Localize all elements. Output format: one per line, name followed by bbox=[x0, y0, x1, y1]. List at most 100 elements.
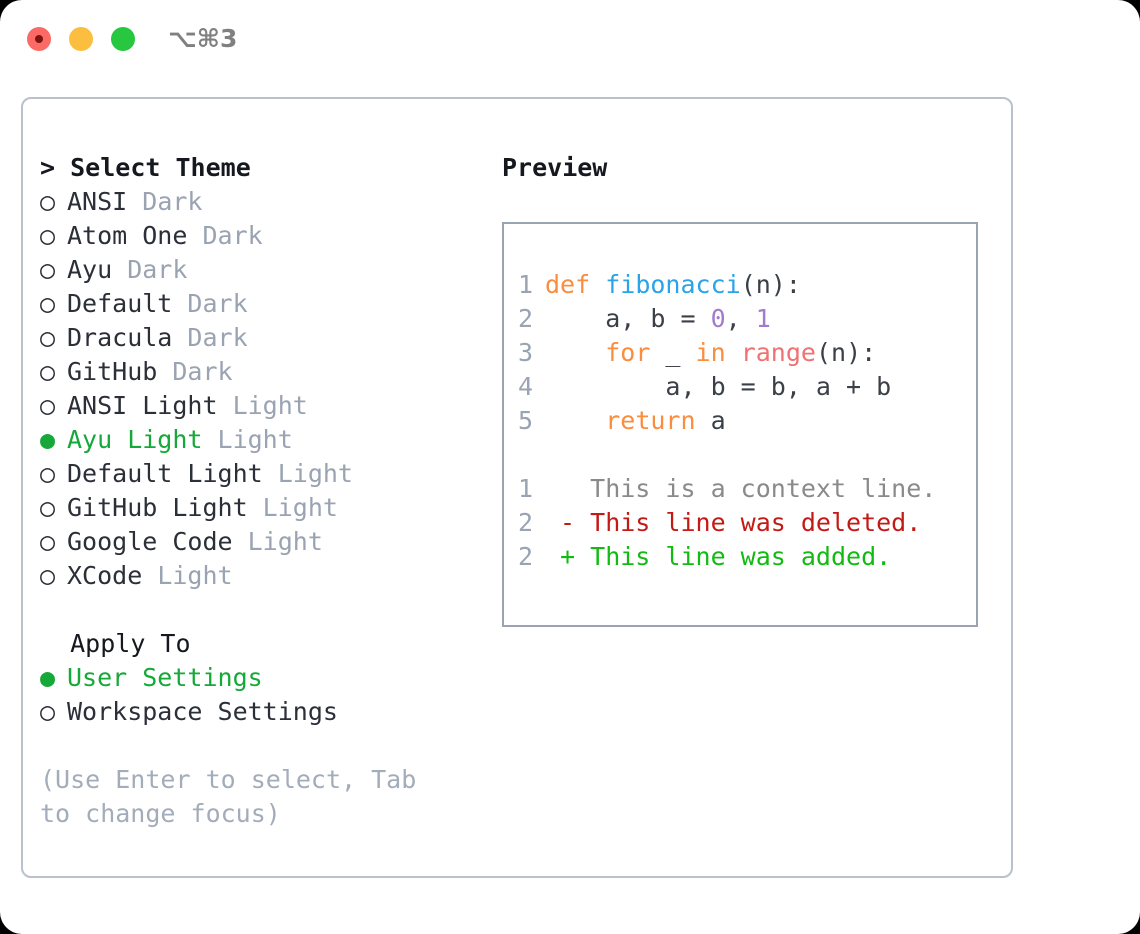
theme-option-atom-one[interactable]: ○ Atom One Dark bbox=[40, 219, 500, 253]
theme-option-label: XCode bbox=[67, 561, 143, 590]
code-token bbox=[545, 338, 605, 367]
section-spacer bbox=[40, 593, 500, 627]
keyboard-hint: (Use Enter to select, Tab to change focu… bbox=[40, 765, 417, 828]
code-token: fibonacci bbox=[605, 270, 741, 299]
apply-to-option-list: ●User Settings○Workspace Settings bbox=[40, 661, 500, 729]
code-token: 1 bbox=[755, 304, 771, 333]
line-number: 2 bbox=[518, 508, 534, 537]
theme-option-google-code[interactable]: ○Google Code Light bbox=[40, 525, 500, 559]
radio-unselected-icon: ○ bbox=[40, 323, 56, 352]
code-line: 1 def fibonacci(n): bbox=[518, 268, 976, 302]
line-number: 5 bbox=[518, 406, 534, 435]
line-number: 2 bbox=[518, 304, 534, 333]
window-controls bbox=[27, 27, 135, 51]
radio-unselected-icon: ○ bbox=[40, 289, 56, 318]
radio-unselected-icon: ○ bbox=[40, 221, 56, 250]
theme-option-github-light[interactable]: ○ GitHub Light Light bbox=[40, 491, 500, 525]
diff-line-text: This is a context line. bbox=[545, 474, 937, 503]
line-number: 3 bbox=[518, 338, 534, 367]
theme-option-dracula[interactable]: ○Dracula Dark bbox=[40, 321, 500, 355]
theme-option-default[interactable]: ○Default Dark bbox=[40, 287, 500, 321]
radio-unselected-icon: ○ bbox=[40, 527, 56, 556]
code-token: range bbox=[740, 338, 816, 367]
theme-option-xcode[interactable]: ○XCode Light bbox=[40, 559, 500, 593]
code-token: in bbox=[695, 338, 726, 367]
code-token: a, b = bbox=[545, 304, 711, 333]
theme-option-tag: Dark bbox=[172, 323, 248, 352]
radio-unselected-icon: ○ bbox=[40, 187, 56, 216]
line-number: 4 bbox=[518, 372, 534, 401]
theme-option-label: GitHub bbox=[67, 357, 158, 386]
code-token: (n): bbox=[740, 270, 801, 299]
theme-picker-panel: > Select Theme ○ANSI Dark○Atom One Dark○… bbox=[21, 97, 1013, 878]
apply-to-option-label: Workspace Settings bbox=[67, 697, 338, 726]
theme-option-ayu[interactable]: ○Ayu Dark bbox=[40, 253, 500, 287]
theme-option-tag: Light bbox=[262, 459, 353, 488]
theme-option-tag: Light bbox=[202, 425, 293, 454]
apply-to-header: Apply To bbox=[40, 627, 500, 661]
radio-unselected-icon: ○ bbox=[40, 493, 56, 522]
code-token bbox=[545, 406, 605, 435]
line-number: 1 bbox=[518, 474, 534, 503]
theme-option-github[interactable]: ○ GitHub Dark bbox=[40, 355, 500, 389]
line-number: 1 bbox=[518, 270, 534, 299]
code-line: 4 a, b = b, a + b bbox=[518, 370, 976, 404]
code-token: for bbox=[605, 338, 651, 367]
theme-option-tag: Dark bbox=[127, 187, 203, 216]
left-column: > Select Theme ○ANSI Dark○Atom One Dark○… bbox=[40, 151, 500, 831]
theme-option-default-light[interactable]: ○ Default Light Light bbox=[40, 457, 500, 491]
code-token: (n): bbox=[815, 338, 877, 367]
theme-option-label: Ayu bbox=[67, 255, 113, 284]
code-token: a bbox=[695, 406, 726, 435]
theme-option-tag: Dark bbox=[157, 357, 233, 386]
diff-preview: 1 This is a context line. 2 - This line w… bbox=[518, 472, 976, 574]
select-theme-header: > Select Theme bbox=[40, 151, 500, 185]
code-token: a, b = b, a + b bbox=[545, 372, 892, 401]
apply-to-option-workspace-settings[interactable]: ○Workspace Settings bbox=[40, 695, 500, 729]
code-line: 3 for _ in range(n): bbox=[518, 336, 976, 370]
radio-unselected-icon: ○ bbox=[40, 357, 56, 386]
code-diff-separator bbox=[518, 438, 976, 472]
radio-selected-icon: ● bbox=[40, 663, 56, 692]
theme-option-tag: Light bbox=[232, 527, 323, 556]
line-number: 2 bbox=[518, 542, 534, 571]
theme-option-tag: Dark bbox=[187, 221, 263, 250]
close-button[interactable] bbox=[27, 27, 51, 51]
code-line: 5 return a bbox=[518, 404, 976, 438]
theme-option-tag: Light bbox=[247, 493, 338, 522]
code-token: _ bbox=[650, 338, 696, 367]
caret-icon: > bbox=[40, 153, 56, 182]
theme-option-label: ANSI Light bbox=[67, 391, 218, 420]
maximize-button[interactable] bbox=[111, 27, 135, 51]
minimize-button[interactable] bbox=[69, 27, 93, 51]
code-token: 0 bbox=[710, 304, 726, 333]
theme-option-label: Default Light bbox=[67, 459, 263, 488]
code-token: , bbox=[725, 304, 756, 333]
code-token: return bbox=[605, 406, 696, 435]
theme-option-label: ANSI bbox=[67, 187, 128, 216]
radio-selected-icon: ● bbox=[40, 425, 56, 454]
apply-to-header-label: Apply To bbox=[70, 629, 191, 658]
radio-unselected-icon: ○ bbox=[40, 459, 56, 488]
theme-option-tag: Light bbox=[217, 391, 308, 420]
diff-line-text: + This line was added. bbox=[545, 542, 892, 571]
theme-option-label: Atom One bbox=[67, 221, 188, 250]
apply-to-option-user-settings[interactable]: ●User Settings bbox=[40, 661, 500, 695]
panel-columns: > Select Theme ○ANSI Dark○Atom One Dark○… bbox=[23, 99, 1011, 876]
theme-option-ayu-light[interactable]: ●Ayu Light Light bbox=[40, 423, 500, 457]
code-token: def bbox=[545, 270, 606, 299]
theme-option-label: GitHub Light bbox=[67, 493, 248, 522]
title-bar: ⌥⌘3 bbox=[0, 0, 1140, 76]
select-theme-header-label: Select Theme bbox=[70, 153, 251, 182]
theme-option-ansi-light[interactable]: ○ ANSI Light Light bbox=[40, 389, 500, 423]
theme-option-tag: Dark bbox=[172, 289, 248, 318]
diff-line-add: 2 + This line was added. bbox=[518, 540, 976, 574]
theme-option-ansi[interactable]: ○ ANSI Dark bbox=[40, 185, 500, 219]
radio-unselected-icon: ○ bbox=[40, 391, 56, 420]
radio-unselected-icon: ○ bbox=[40, 255, 56, 284]
diff-line-text: - This line was deleted. bbox=[545, 508, 922, 537]
